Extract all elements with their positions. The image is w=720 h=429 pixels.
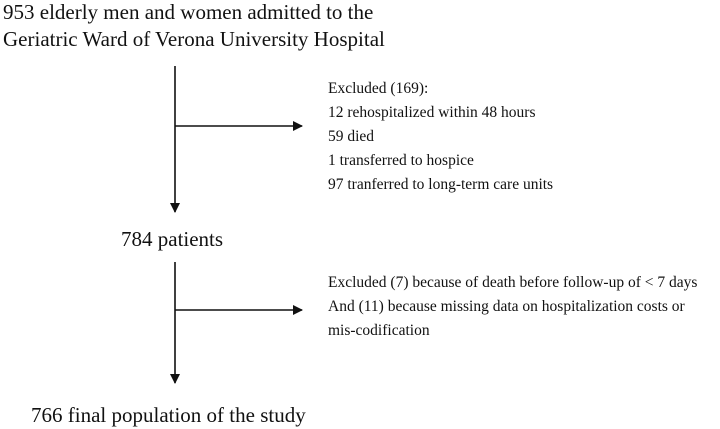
start-line-2: Geriatric Ward of Verona University Hosp… (3, 27, 385, 52)
final-label: 766 final population of the study (31, 403, 306, 427)
excluded-first-line: 59 died (328, 128, 375, 146)
start-node: 953 elderly men and women admitted to th… (3, 0, 385, 54)
excluded-second-line: mis-codification (328, 322, 430, 340)
excluded-first-line: Excluded (169): (328, 80, 429, 97)
excluded-second-node: Excluded (7) because of death before fol… (328, 271, 697, 343)
middle-label: 784 patients (121, 227, 224, 251)
excluded-second-line: And (11) because missing data on hospita… (328, 298, 685, 316)
excluded-first-line: 12 rehospitalized within 48 hours (328, 104, 536, 122)
excluded-second-line: Excluded (7) because of death before fol… (328, 274, 698, 291)
excluded-first-node: Excluded (169): 12 rehospitalized within… (328, 77, 553, 197)
excluded-first-line: 97 tranferred to long-term care units (328, 176, 554, 194)
middle-node: 784 patients (121, 226, 223, 253)
final-node: 766 final population of the study (31, 402, 306, 429)
excluded-first-line: 1 transferred to hospice (328, 152, 474, 170)
start-line-1: 953 elderly men and women admitted to th… (3, 0, 374, 24)
